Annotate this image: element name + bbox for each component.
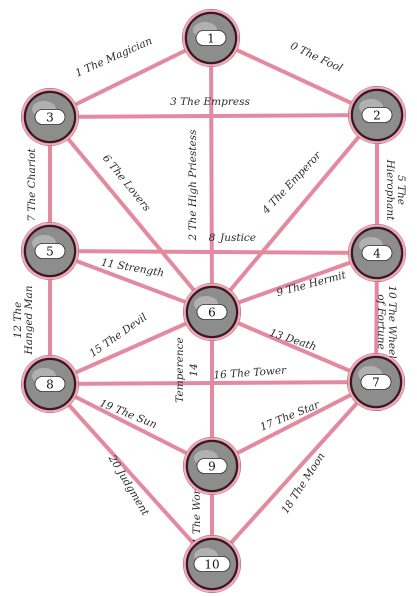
- path-line-1-6: [209, 36, 214, 314]
- path-line-1-2: [209, 36, 379, 117]
- node-ring: [21, 355, 79, 413]
- node-number: 4: [373, 246, 381, 260]
- path-line-6-7: [210, 310, 378, 384]
- node-number: 9: [208, 459, 216, 473]
- path-label: 16 The Tower: [213, 364, 287, 381]
- path-label-line: Hierophant: [384, 159, 396, 222]
- path-label: 2 The High Priestess: [187, 129, 199, 242]
- sephiroth-nodes: 1 2 3 4 5 6 7 8 9 10: [21, 9, 406, 593]
- path-line-7-10: [210, 380, 378, 566]
- path-line-2-6: [210, 113, 379, 314]
- node-number-badge: [360, 374, 392, 390]
- node-number-badge: [34, 109, 66, 125]
- path-label-line: 14: [188, 363, 200, 376]
- path-line-9-7: [210, 380, 378, 468]
- node-ring: [183, 535, 241, 593]
- sephirah-node-5: 5: [21, 222, 79, 280]
- path-line-3-6: [48, 115, 214, 314]
- path-label: 0 The Fool: [288, 40, 344, 75]
- node-number-badge: [34, 243, 66, 259]
- path-label: 6 The Lovers: [100, 152, 153, 214]
- path-label: 4 The Emperor: [259, 149, 324, 217]
- node-ring: [348, 86, 406, 144]
- node-number: 2: [373, 108, 381, 122]
- path-label-line: 10 The Wheel: [386, 285, 398, 358]
- path-label: 12 TheHanged Man: [12, 285, 35, 355]
- sephirah-node-1: 1: [182, 9, 240, 67]
- node-ring: [21, 222, 79, 280]
- sephirah-node-3: 3: [21, 88, 79, 146]
- node-number-badge: [34, 376, 66, 392]
- sephirah-node-2: 2: [348, 86, 406, 144]
- path-line-5-4: [48, 249, 379, 255]
- sephirah-node-8: 8: [21, 355, 79, 413]
- path-label-line: 5 The: [395, 175, 407, 205]
- sephirah-node-4: 4: [348, 224, 406, 282]
- path-line-1-3: [48, 36, 213, 119]
- node-ring: [21, 88, 79, 146]
- node-ring: [347, 353, 405, 411]
- path-label-line: Hanged Man: [23, 285, 35, 355]
- path-line-8-7: [48, 380, 378, 386]
- node-number-badge: [195, 30, 227, 46]
- node-number: 10: [204, 557, 219, 571]
- path-label-line: 12 The: [12, 302, 24, 339]
- path-label-line: Temperence: [174, 337, 186, 402]
- path-label: 5 TheHierophant: [384, 159, 407, 222]
- node-number-badge: [193, 556, 231, 572]
- node-number: 5: [46, 244, 54, 258]
- path-label: 11 Strength: [100, 257, 165, 280]
- path-label: 21 The World: [191, 479, 203, 552]
- sephirah-node-9: 9: [183, 437, 241, 495]
- node-number-badge: [361, 107, 393, 123]
- sephirah-node-6: 6: [183, 283, 241, 341]
- node-number: 8: [46, 377, 54, 391]
- path-label: 3 The Empress: [170, 96, 250, 108]
- path-label: 13 Death: [268, 327, 318, 353]
- path-label-line: of Fortune: [375, 294, 387, 350]
- node-number-badge: [361, 245, 393, 261]
- sephirah-node-10: 10: [183, 535, 241, 593]
- sephirah-node-7: 7: [347, 353, 405, 411]
- path-label-line: Justice: [218, 232, 256, 244]
- path-label: 20 Judgment: [105, 452, 151, 518]
- node-number: 1: [207, 31, 215, 45]
- node-ring: [348, 224, 406, 282]
- node-ring: [183, 437, 241, 495]
- node-ring: [182, 9, 240, 67]
- path-line-4-6: [210, 251, 379, 314]
- path-label: 10 The Wheelof Fortune: [375, 285, 398, 358]
- node-number: 6: [208, 305, 216, 319]
- path-label-line: 8: [209, 232, 216, 244]
- path-label: 7 The Chariot: [26, 148, 38, 222]
- path-line-8-9: [48, 382, 214, 468]
- node-ring: [183, 283, 241, 341]
- path-line-3-2: [48, 113, 379, 119]
- node-number: 3: [46, 110, 54, 124]
- path-line-6-8: [48, 310, 214, 386]
- node-number-badge: [196, 304, 228, 320]
- node-number-badge: [196, 458, 228, 474]
- path-label: 9 The Hermit: [275, 269, 348, 299]
- path-line-8-10: [48, 382, 214, 566]
- node-number: 7: [372, 375, 380, 389]
